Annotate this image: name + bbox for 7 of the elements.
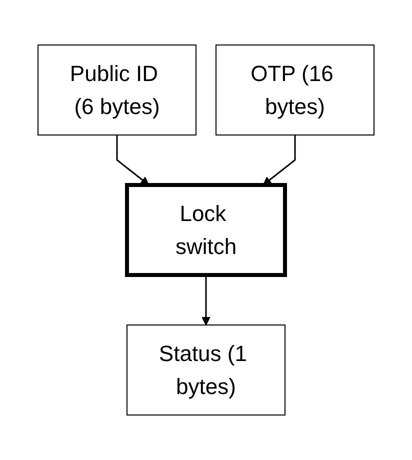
node-box: Public ID (6 bytes) [38,44,196,136]
node-box: Lock switch [125,183,287,277]
node-box: OTP (16 bytes) [216,44,374,136]
arrow [202,275,210,326]
node-box: Status (1 bytes) [126,324,286,416]
arrow [262,135,296,186]
arrow [116,135,150,186]
